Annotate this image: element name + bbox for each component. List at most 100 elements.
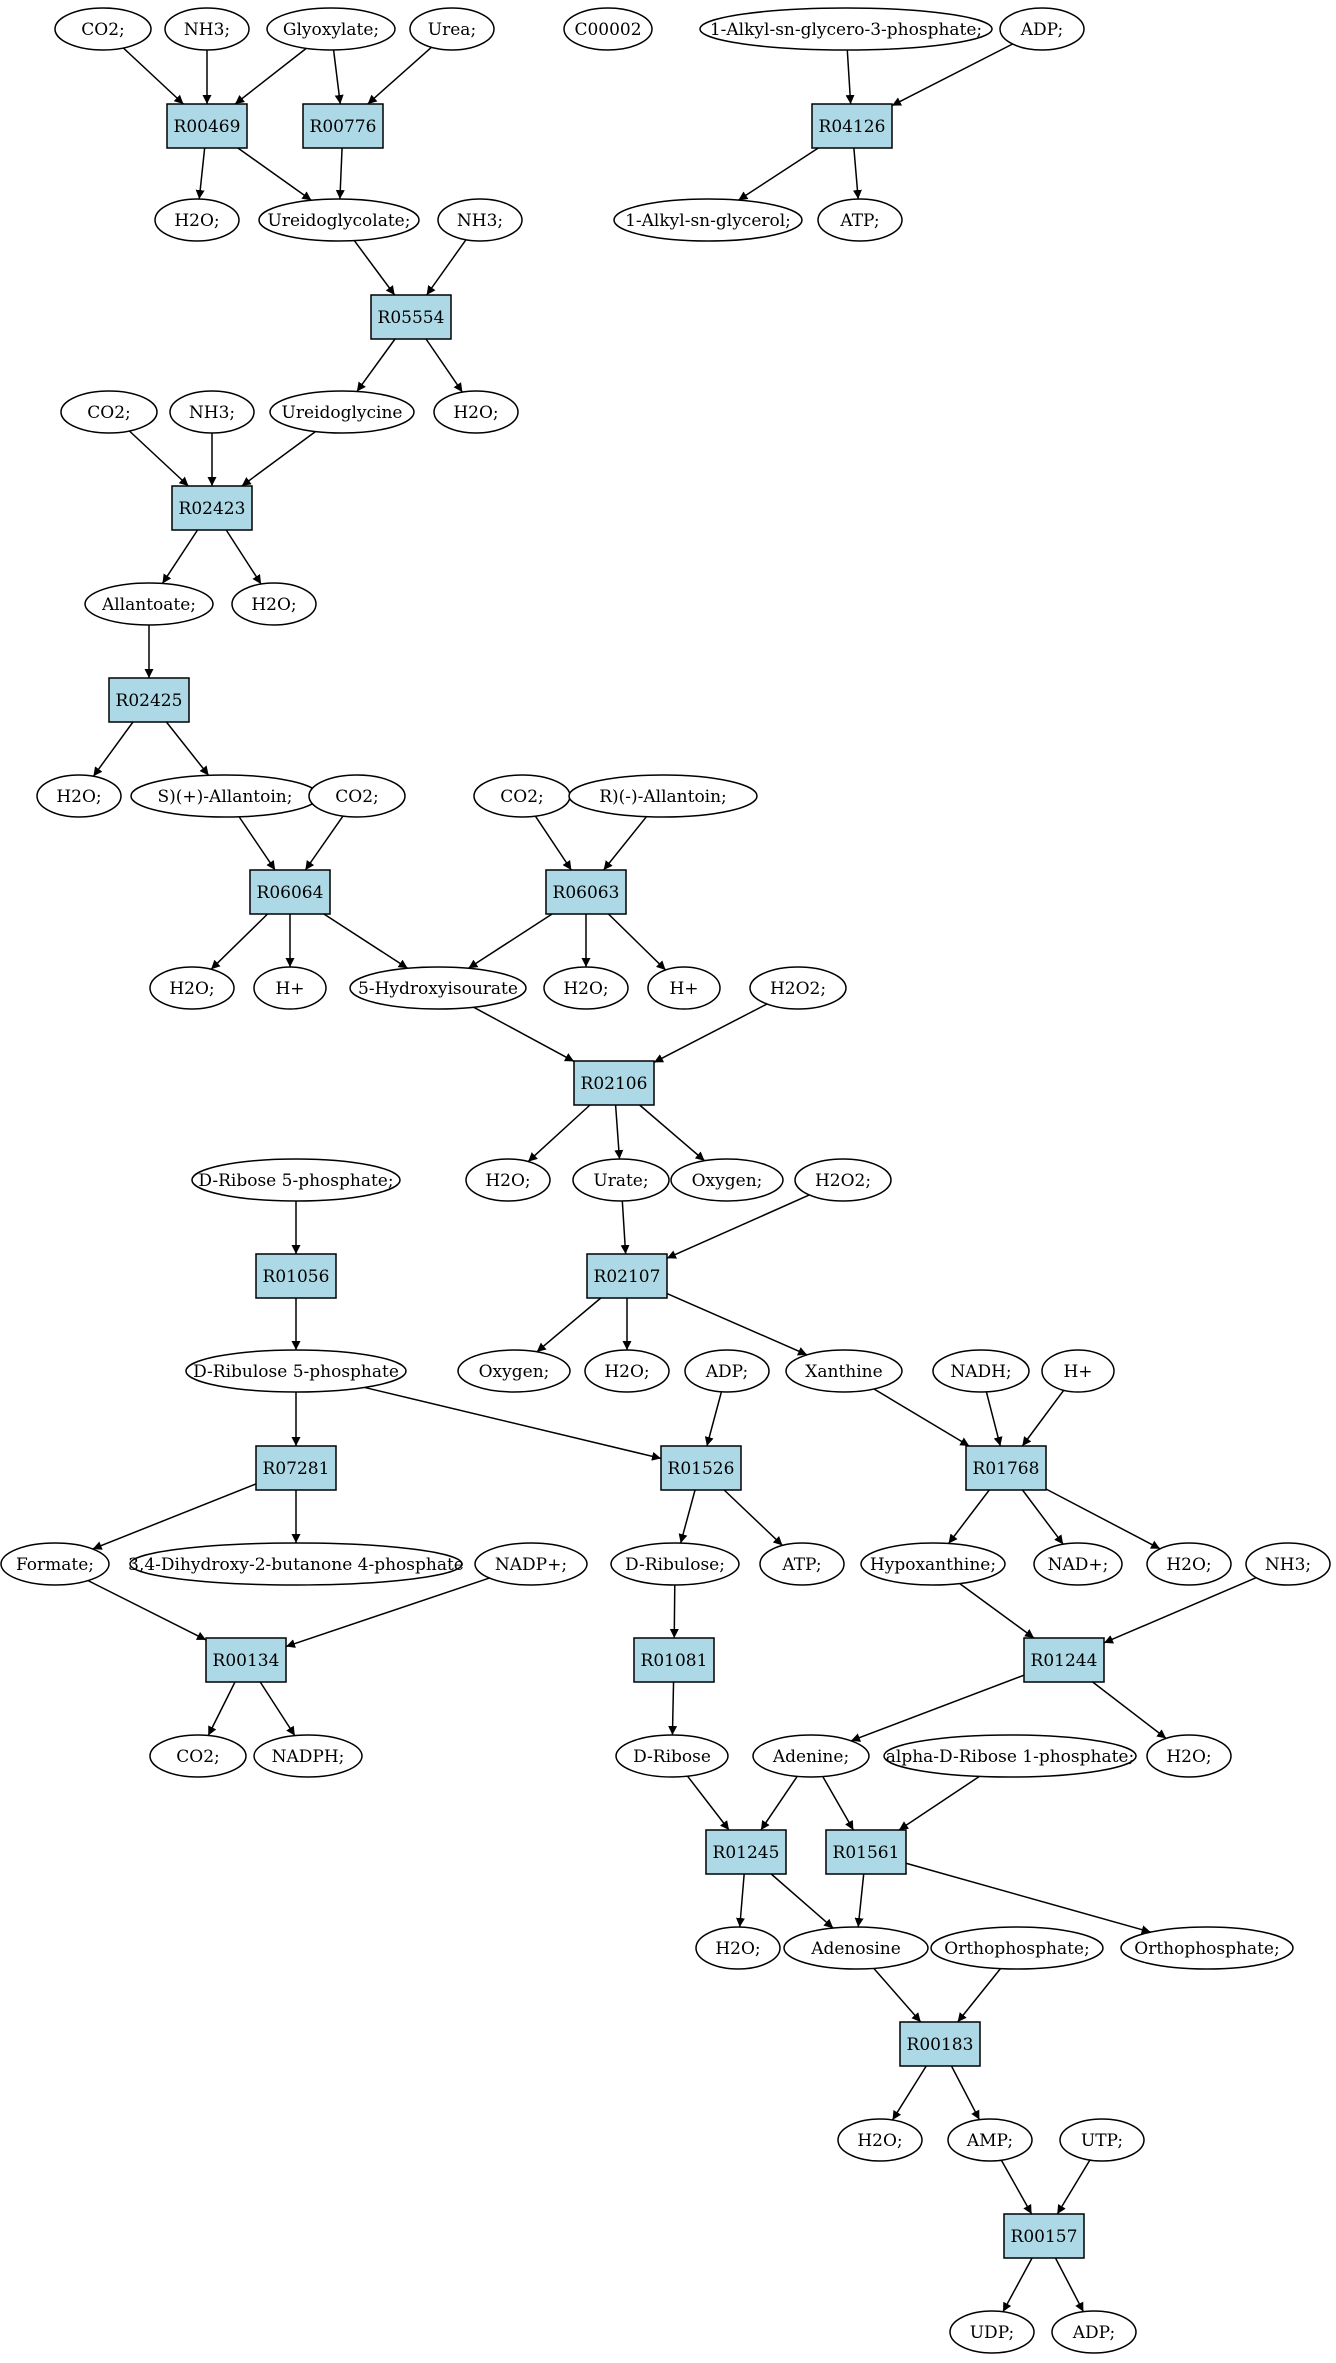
compound-node-c_co2_2[interactable]: CO2;	[60, 390, 158, 434]
compound-node-c_adp_2[interactable]: ADP;	[684, 1349, 770, 1393]
compound-node-c_oxygen_1[interactable]: Oxygen;	[670, 1158, 784, 1202]
reaction-node-r_r06063[interactable]: R06063	[545, 869, 627, 915]
compound-node-c_adenine[interactable]: Adenine;	[752, 1734, 870, 1778]
node-label: R00469	[174, 117, 241, 137]
compound-node-c_nh3_4[interactable]: NH3;	[1245, 1542, 1331, 1586]
compound-node-c_nadph[interactable]: NADPH;	[253, 1734, 363, 1778]
reaction-node-r_r04126[interactable]: R04126	[811, 103, 893, 149]
compound-node-c_h2o_7[interactable]: H2O;	[465, 1158, 551, 1202]
compound-node-c_h2o_10[interactable]: H2O;	[1146, 1734, 1232, 1778]
compound-node-c_h2o_5[interactable]: H2O;	[149, 966, 235, 1010]
compound-node-c_hplus_1[interactable]: H+	[253, 966, 327, 1010]
compound-node-c_hydroxyisourate[interactable]: 5-Hydroxyisourate	[349, 966, 527, 1010]
compound-node-c_co2_5[interactable]: CO2;	[149, 1734, 247, 1778]
compound-node-c_h2o_3[interactable]: H2O;	[231, 582, 317, 626]
edge-c_hypoxanthine-to-r_r01244	[959, 1582, 1035, 1639]
reaction-node-r_r01056[interactable]: R01056	[255, 1253, 337, 1299]
compound-node-c_h2o_2[interactable]: H2O;	[433, 390, 519, 434]
reaction-node-r_r01245[interactable]: R01245	[705, 1829, 787, 1875]
reaction-node-r_r01561[interactable]: R01561	[825, 1829, 907, 1875]
compound-node-c_hplus_3[interactable]: H+	[1041, 1349, 1115, 1393]
compound-node-c_urea[interactable]: Urea;	[409, 7, 495, 51]
reaction-node-r_r00134[interactable]: R00134	[205, 1637, 287, 1683]
compound-node-c_urate[interactable]: Urate;	[572, 1158, 670, 1202]
compound-node-c_h2o_1[interactable]: H2O;	[154, 198, 240, 242]
compound-node-c_h2o_9[interactable]: H2O;	[1146, 1542, 1232, 1586]
compound-node-c_orthophosphate_1[interactable]: Orthophosphate;	[930, 1926, 1104, 1970]
reaction-node-r_r07281[interactable]: R07281	[255, 1445, 337, 1491]
reaction-node-r_r05554[interactable]: R05554	[370, 294, 452, 340]
reaction-box	[171, 485, 253, 531]
edge-r_r01244-to-c_adenine	[850, 1674, 1025, 1742]
compound-node-c_h2o2_1[interactable]: H2O2;	[749, 966, 847, 1010]
compound-node-c_r_allantoin[interactable]: R)(-)-Allantoin;	[568, 774, 758, 818]
compound-node-c_alkylp[interactable]: 1-Alkyl-sn-glycero-3-phosphate;	[699, 7, 993, 51]
compound-node-c_atp_2[interactable]: ATP;	[759, 1542, 845, 1586]
compound-node-c_utp[interactable]: UTP;	[1059, 2118, 1145, 2162]
compound-node-c_allantoate[interactable]: Allantoate;	[84, 582, 214, 626]
compound-node-c_h2o_6[interactable]: H2O;	[543, 966, 629, 1010]
compound-node-c_dribose[interactable]: D-Ribose	[615, 1734, 729, 1778]
compound-node-c_ureidoglycolate[interactable]: Ureidoglycolate;	[258, 198, 420, 242]
reaction-node-r_r02425[interactable]: R02425	[108, 677, 190, 723]
reaction-node-r_r01244[interactable]: R01244	[1023, 1637, 1105, 1683]
compound-node-c_orthophosphate_2[interactable]: Orthophosphate;	[1120, 1926, 1294, 1970]
compound-node-c_nadp[interactable]: NADP+;	[474, 1542, 588, 1586]
compound-node-c_ribose5p[interactable]: D-Ribose 5-phosphate;	[191, 1158, 401, 1202]
edge-r_r01561-to-c_adenosine	[854, 1873, 865, 1928]
compound-node-c_h2o_8[interactable]: H2O;	[584, 1349, 670, 1393]
reaction-node-r_r00469[interactable]: R00469	[166, 103, 248, 149]
compound-node-c_co2_4[interactable]: CO2;	[473, 774, 571, 818]
compound-node-c_h2o_4[interactable]: H2O;	[36, 774, 122, 818]
reaction-node-r_r02106[interactable]: R02106	[573, 1060, 655, 1106]
compound-node-c_dihydroxybutanone[interactable]: 3,4-Dihydroxy-2-butanone 4-phosphate	[128, 1542, 464, 1586]
compound-node-c_oxygen_2[interactable]: Oxygen;	[457, 1349, 571, 1393]
compound-node-c_hypoxanthine[interactable]: Hypoxanthine;	[860, 1542, 1006, 1586]
compound-node-c_nh3_2[interactable]: NH3;	[437, 198, 523, 242]
reaction-node-r_r00183[interactable]: R00183	[899, 2021, 981, 2067]
compound-node-c_co2_1[interactable]: CO2;	[54, 7, 152, 51]
compound-ellipse	[999, 7, 1085, 51]
compound-node-c_ribulose[interactable]: D-Ribulose;	[610, 1542, 740, 1586]
compound-node-c_nh3_1[interactable]: NH3;	[164, 7, 250, 51]
compound-node-c_h2o2_2[interactable]: H2O2;	[794, 1158, 892, 1202]
compound-node-c_s_allantoin[interactable]: S)(+)-Allantoin;	[130, 774, 320, 818]
compound-node-c_atp_1[interactable]: ATP;	[817, 198, 903, 242]
node-label: R01081	[641, 1651, 708, 1671]
reaction-box	[249, 869, 331, 915]
compound-node-c_aribose1p[interactable]: alpha-D-Ribose 1-phosphate;	[883, 1734, 1137, 1778]
compound-node-c_formate[interactable]: Formate;	[0, 1542, 110, 1586]
compound-node-c_c00002[interactable]: C00002	[563, 7, 653, 51]
reaction-node-r_r02107[interactable]: R02107	[586, 1253, 668, 1299]
reaction-node-r_r01526[interactable]: R01526	[660, 1445, 742, 1491]
compound-node-c_co2_3[interactable]: CO2;	[308, 774, 406, 818]
compound-node-c_amp[interactable]: AMP;	[947, 2118, 1033, 2162]
reaction-node-r_r01081[interactable]: R01081	[633, 1637, 715, 1683]
compound-node-c_ureidoglycine[interactable]: Ureidoglycine	[269, 390, 415, 434]
edge-r_r01768-to-c_h2o_9	[1045, 1488, 1161, 1550]
compound-node-c_nh3_3[interactable]: NH3;	[169, 390, 255, 434]
node-label: Urea;	[428, 20, 476, 40]
compound-node-c_xanthine[interactable]: Xanthine	[785, 1349, 903, 1393]
compound-node-c_udp[interactable]: UDP;	[949, 2310, 1035, 2354]
reaction-node-r_r00157[interactable]: R00157	[1003, 2213, 1085, 2259]
compound-node-c_alkylg[interactable]: 1-Alkyl-sn-glycerol;	[613, 198, 803, 242]
node-label: 1-Alkyl-sn-glycerol;	[625, 211, 791, 231]
reaction-node-r_r02423[interactable]: R02423	[171, 485, 253, 531]
compound-node-c_nadh[interactable]: NADH;	[932, 1349, 1030, 1393]
compound-node-c_adenosine[interactable]: Adenosine	[783, 1926, 929, 1970]
reaction-node-r_r06064[interactable]: R06064	[249, 869, 331, 915]
compound-node-c_h2o_12[interactable]: H2O;	[837, 2118, 923, 2162]
compound-node-c_ribulose5p[interactable]: D-Ribulose 5-phosphate	[185, 1349, 407, 1393]
reaction-node-r_r00776[interactable]: R00776	[302, 103, 384, 149]
reaction-box	[302, 103, 384, 149]
compound-node-c_h2o_11[interactable]: H2O;	[695, 1926, 781, 1970]
compound-node-c_adp_3[interactable]: ADP;	[1051, 2310, 1137, 2354]
compound-node-c_glyox[interactable]: Glyoxylate;	[266, 7, 396, 51]
compound-node-c_adp_1[interactable]: ADP;	[999, 7, 1085, 51]
compound-ellipse	[84, 582, 214, 626]
compound-node-c_nadplus[interactable]: NAD+;	[1033, 1542, 1123, 1586]
reaction-node-r_r01768[interactable]: R01768	[965, 1445, 1047, 1491]
compound-node-c_hplus_2[interactable]: H+	[647, 966, 721, 1010]
node-label: H2O;	[857, 2131, 902, 2151]
